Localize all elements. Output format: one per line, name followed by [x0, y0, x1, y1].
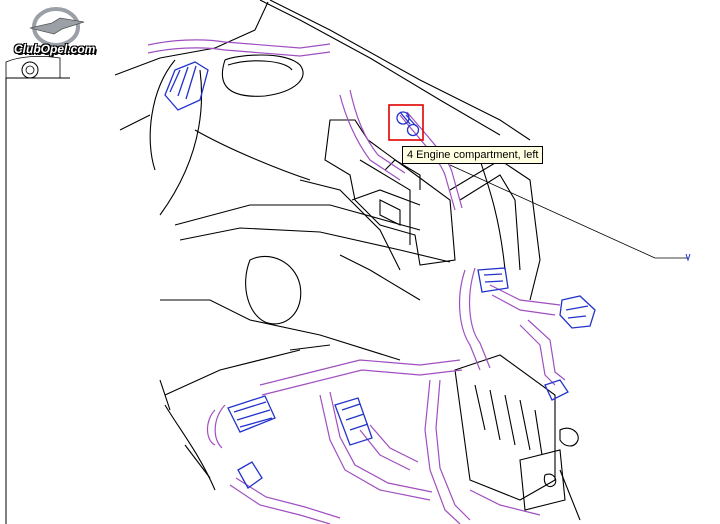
connector-mid-right [477, 267, 509, 293]
body-outline [114, 0, 581, 521]
connectors [164, 61, 596, 489]
leader-line [449, 164, 656, 259]
connector-right [559, 295, 596, 329]
opel-lightning-logo-icon [5, 7, 85, 79]
bracket-plate [454, 354, 579, 511]
logo-text: ClubOpel.com [14, 42, 96, 56]
wiring-harness [147, 39, 566, 524]
connector-bottom-left [237, 461, 263, 489]
arrow-down-icon [685, 253, 691, 262]
callout-tooltip: 4 Engine compartment, left [402, 146, 544, 164]
connector-lower-left [227, 395, 276, 433]
connector-small-right [544, 379, 569, 401]
highlight-box[interactable] [388, 104, 424, 141]
connector-lower-mid [334, 397, 373, 446]
connector-top-left [164, 61, 209, 111]
highlighted-connector [396, 111, 420, 137]
